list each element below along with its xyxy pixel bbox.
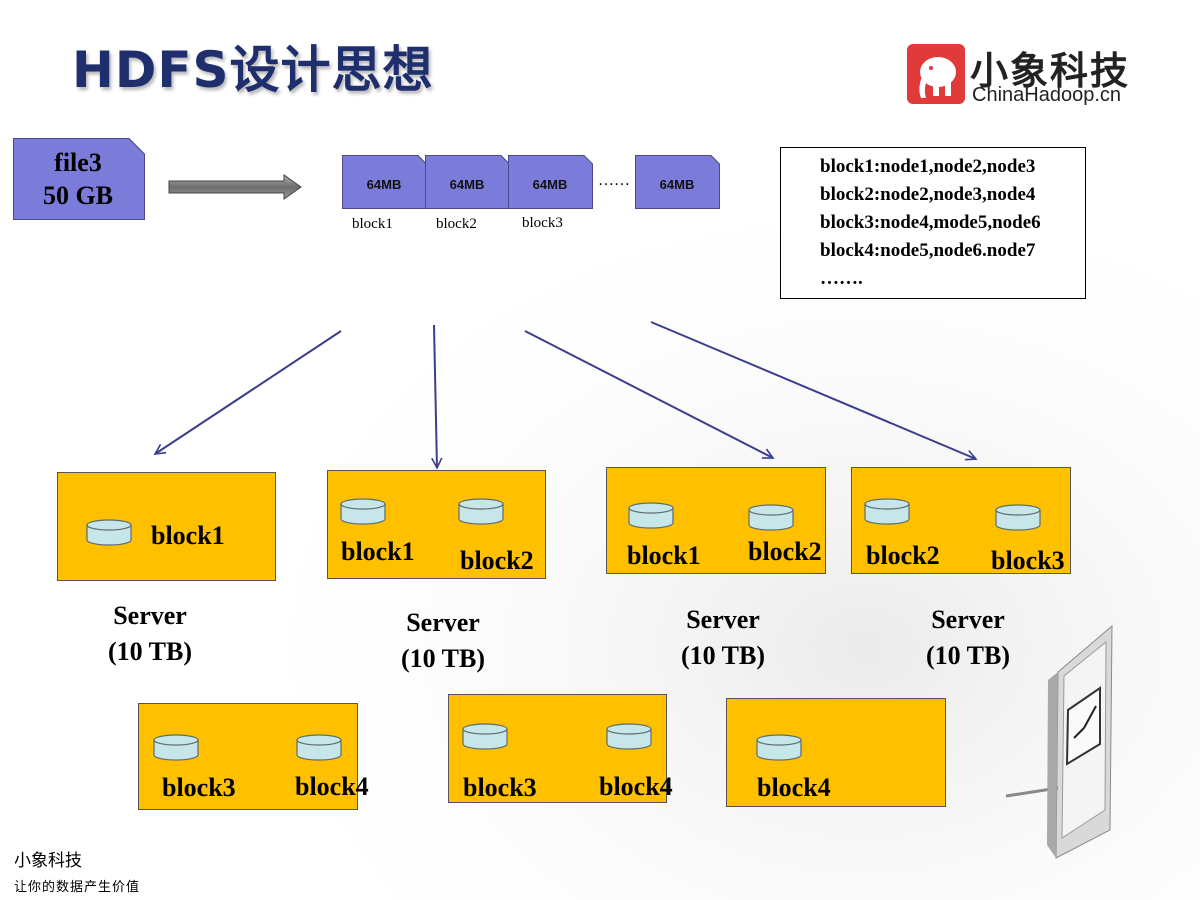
stored-block-label: block1 (151, 521, 225, 550)
segment-name-label: block1 (352, 216, 393, 232)
server-caption: Server (10 TB) (643, 602, 803, 674)
segment-size-label: 64MB (659, 177, 695, 192)
split-arrow-icon (168, 174, 302, 200)
logo-english-text: ChinaHadoop.cn (972, 84, 1121, 106)
stored-block-label: block3 (991, 546, 1065, 575)
server-caption-line: (10 TB) (925, 641, 1011, 670)
stored-block-label: block4 (295, 772, 369, 801)
stored-block-label: block3 (463, 773, 537, 802)
stored-block-label: block2 (866, 541, 940, 570)
segment-name-label: block3 (522, 215, 563, 231)
server-caption-line: Server (931, 605, 1005, 634)
block-metadata-box: block1:node1,node2,node3 block2:node2,no… (780, 147, 1086, 299)
disk-icon (340, 498, 386, 525)
server-caption-line: Server (406, 608, 480, 637)
server-caption-line: (10 TB) (680, 641, 766, 670)
arrow-to-server-3 (524, 330, 773, 459)
stored-block-label: block2 (460, 546, 534, 575)
block-segment-3 (508, 155, 593, 209)
server-caption: Server (10 TB) (363, 605, 523, 677)
disk-icon (153, 734, 199, 761)
server-caption-line: (10 TB) (107, 637, 193, 666)
metadata-line: block2:node2,node3,node4 (820, 184, 1036, 205)
slide-title: HDFS设计思想 (72, 41, 434, 99)
disk-icon (756, 734, 802, 761)
metadata-line: block3:node4,mode5,node6 (820, 212, 1041, 233)
elephant-logo-icon (907, 44, 965, 104)
server-caption: Server (10 TB) (70, 598, 230, 670)
disk-icon (462, 723, 508, 750)
arrow-to-server-2 (434, 324, 437, 468)
disk-icon (628, 502, 674, 529)
disk-icon (606, 723, 652, 750)
segment-size-label: 64MB (532, 177, 568, 192)
stored-block-label: block4 (599, 772, 673, 801)
disk-icon (864, 498, 910, 525)
logo-chinese-text: 小象科技 (970, 49, 1131, 93)
disk-icon (296, 734, 342, 761)
server-caption-line: (10 TB) (400, 644, 486, 673)
disk-icon (748, 504, 794, 531)
server-caption-line: Server (686, 605, 760, 634)
metadata-line: block4:node5,node6.node7 (820, 240, 1036, 261)
stored-block-label: block1 (627, 541, 701, 570)
disk-icon (995, 504, 1041, 531)
stored-block-label: block2 (748, 537, 822, 566)
file-size: 50 GB (42, 181, 114, 210)
arrow-to-server-1 (155, 330, 342, 454)
file-label: file3 50 GB (14, 146, 142, 212)
server-caption-line: Server (113, 601, 187, 630)
disk-icon (458, 498, 504, 525)
clock-decoration-icon (1005, 624, 1113, 859)
server-box-2 (327, 470, 546, 579)
server-caption: Server (10 TB) (888, 602, 1048, 674)
block-segment-4 (635, 155, 720, 209)
stored-block-label: block3 (162, 773, 236, 802)
segment-size-label: 64MB (449, 177, 485, 192)
file-name: file3 (54, 148, 102, 177)
segments-ellipsis: …… (598, 172, 630, 189)
file-box (13, 138, 145, 220)
segment-size-label: 64MB (366, 177, 402, 192)
metadata-line: block1:node1,node2,node3 (820, 156, 1036, 177)
metadata-line: ……. (820, 268, 863, 289)
disk-icon (86, 519, 132, 546)
stored-block-label: block1 (341, 537, 415, 566)
segment-name-label: block2 (436, 216, 477, 232)
footer-company: 小象科技 (14, 851, 82, 871)
footer-slogan: 让你的数据产生价值 (14, 880, 141, 895)
arrow-to-server-4 (650, 321, 976, 459)
stored-block-label: block4 (757, 773, 831, 802)
